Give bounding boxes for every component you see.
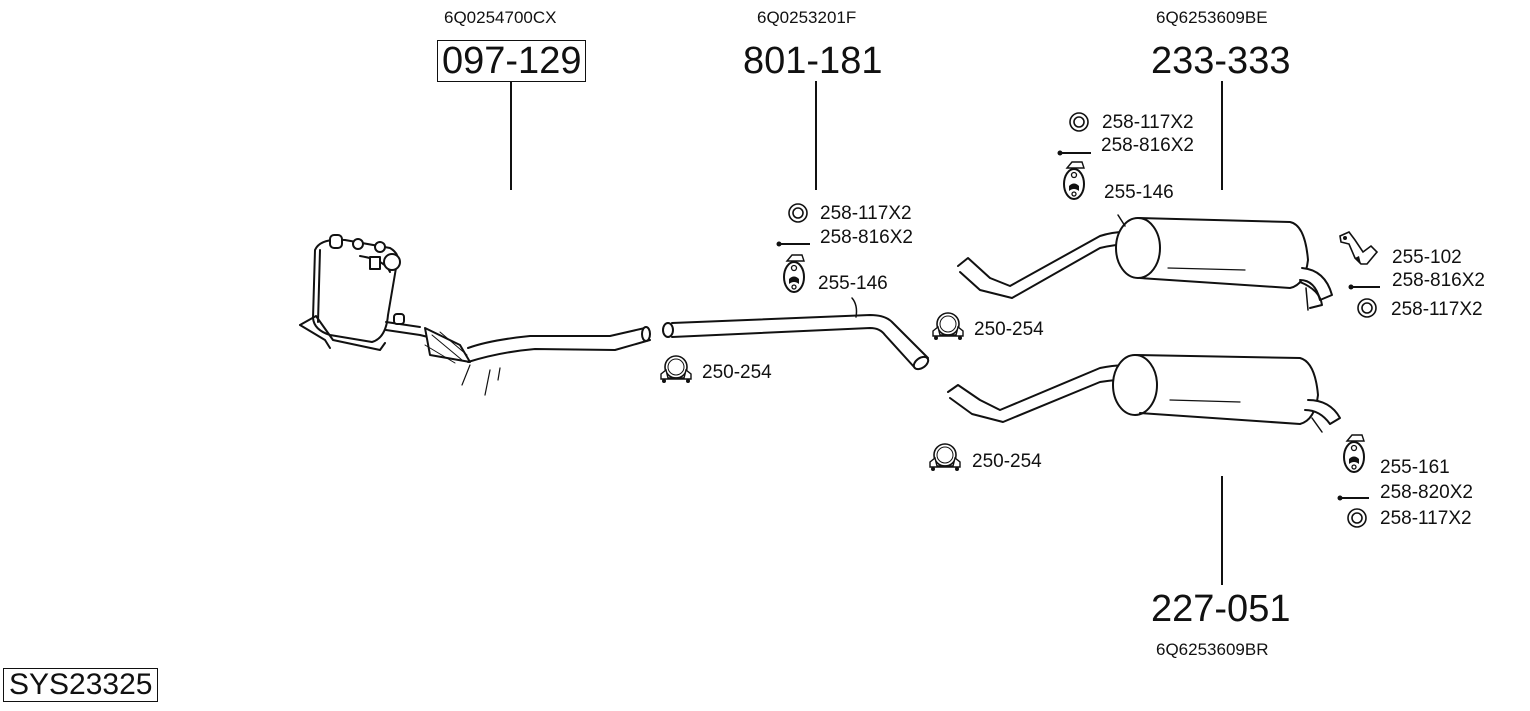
accessory-label[interactable]: 255-161 xyxy=(1380,457,1450,478)
rear-silencer-part-233-333[interactable] xyxy=(957,214,1333,311)
rear-silencer-part-227-051[interactable] xyxy=(947,354,1341,433)
accessory-label[interactable]: 258-820X2 xyxy=(1380,482,1473,503)
leader-line-227-051 xyxy=(1221,476,1223,585)
rubber-hanger-icon xyxy=(1343,434,1365,473)
accessory-label[interactable]: 250-254 xyxy=(972,451,1042,472)
accessory-label[interactable]: 255-102 xyxy=(1392,247,1462,268)
accessory-label[interactable]: 250-254 xyxy=(974,319,1044,340)
ring-icon xyxy=(1357,298,1377,318)
part-number-label[interactable]: 097-129 xyxy=(437,40,587,82)
accessory-label[interactable]: 258-816X2 xyxy=(1101,135,1194,156)
ring-icon xyxy=(788,203,808,223)
leader-line-233-333 xyxy=(1221,81,1223,190)
clamp-icon xyxy=(660,355,692,383)
bolt-icon xyxy=(1057,150,1091,156)
accessory-label[interactable]: 250-254 xyxy=(702,362,772,383)
accessory-label[interactable]: 255-146 xyxy=(1104,182,1174,203)
oem-number: 6Q6253609BR xyxy=(1156,640,1269,659)
rubber-hanger-icon xyxy=(783,254,805,293)
rubber-hanger-icon xyxy=(1063,161,1085,200)
ring-icon xyxy=(1069,112,1089,132)
leader-line-097-129 xyxy=(510,81,512,190)
clamp-icon xyxy=(929,443,961,471)
ring-icon xyxy=(1347,508,1367,528)
accessory-label[interactable]: 258-117X2 xyxy=(1380,508,1472,529)
oem-number: 6Q0253201F xyxy=(757,8,857,27)
part-number-label[interactable]: 801-181 xyxy=(743,40,883,82)
leader-line-801-181 xyxy=(815,81,817,190)
accessory-label[interactable]: 258-117X2 xyxy=(1102,112,1194,133)
bolt-icon xyxy=(1348,284,1380,290)
accessory-label[interactable]: 258-816X2 xyxy=(1392,270,1485,291)
middle-pipe-part-801-181[interactable] xyxy=(662,297,930,372)
part-number-label[interactable]: 227-051 xyxy=(1151,588,1291,630)
system-code-label: SYS23325 xyxy=(3,668,159,702)
bolt-icon xyxy=(776,241,810,247)
part-number-label[interactable]: 233-333 xyxy=(1151,40,1291,82)
accessory-label[interactable]: 258-117X2 xyxy=(1391,299,1483,320)
bracket-icon xyxy=(1339,231,1379,265)
accessory-label[interactable]: 258-117X2 xyxy=(820,203,912,224)
accessory-label[interactable]: 255-146 xyxy=(818,273,888,294)
clamp-icon xyxy=(932,312,964,340)
dpf-part-097-129[interactable] xyxy=(299,234,651,396)
oem-number: 6Q6253609BE xyxy=(1156,8,1268,27)
bolt-icon xyxy=(1337,495,1369,501)
oem-number: 6Q0254700CX xyxy=(444,8,557,27)
accessory-label[interactable]: 258-816X2 xyxy=(820,227,913,248)
